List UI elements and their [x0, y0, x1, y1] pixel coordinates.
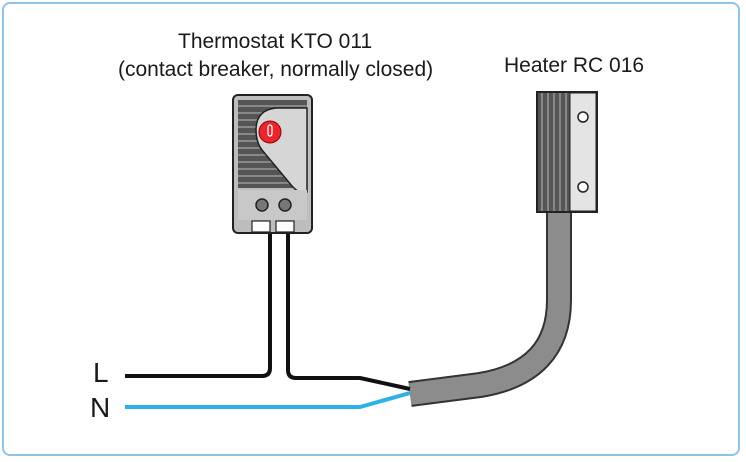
diagram-frame — [2, 2, 740, 456]
thermostat-icon — [232, 94, 313, 234]
thermostat-subtitle: (contact breaker, normally closed) — [118, 58, 434, 81]
live-label: L — [93, 357, 109, 388]
live-wire — [125, 230, 272, 378]
heater-icon — [536, 91, 598, 213]
thermostat-title: Thermostat KTO 011 — [178, 30, 373, 53]
heater-title: Heater RC 016 — [504, 54, 645, 77]
thermostat-output-wire — [286, 230, 411, 391]
neutral-label: N — [90, 392, 111, 423]
neutral-wire — [125, 391, 411, 409]
dial-icon — [258, 120, 282, 144]
